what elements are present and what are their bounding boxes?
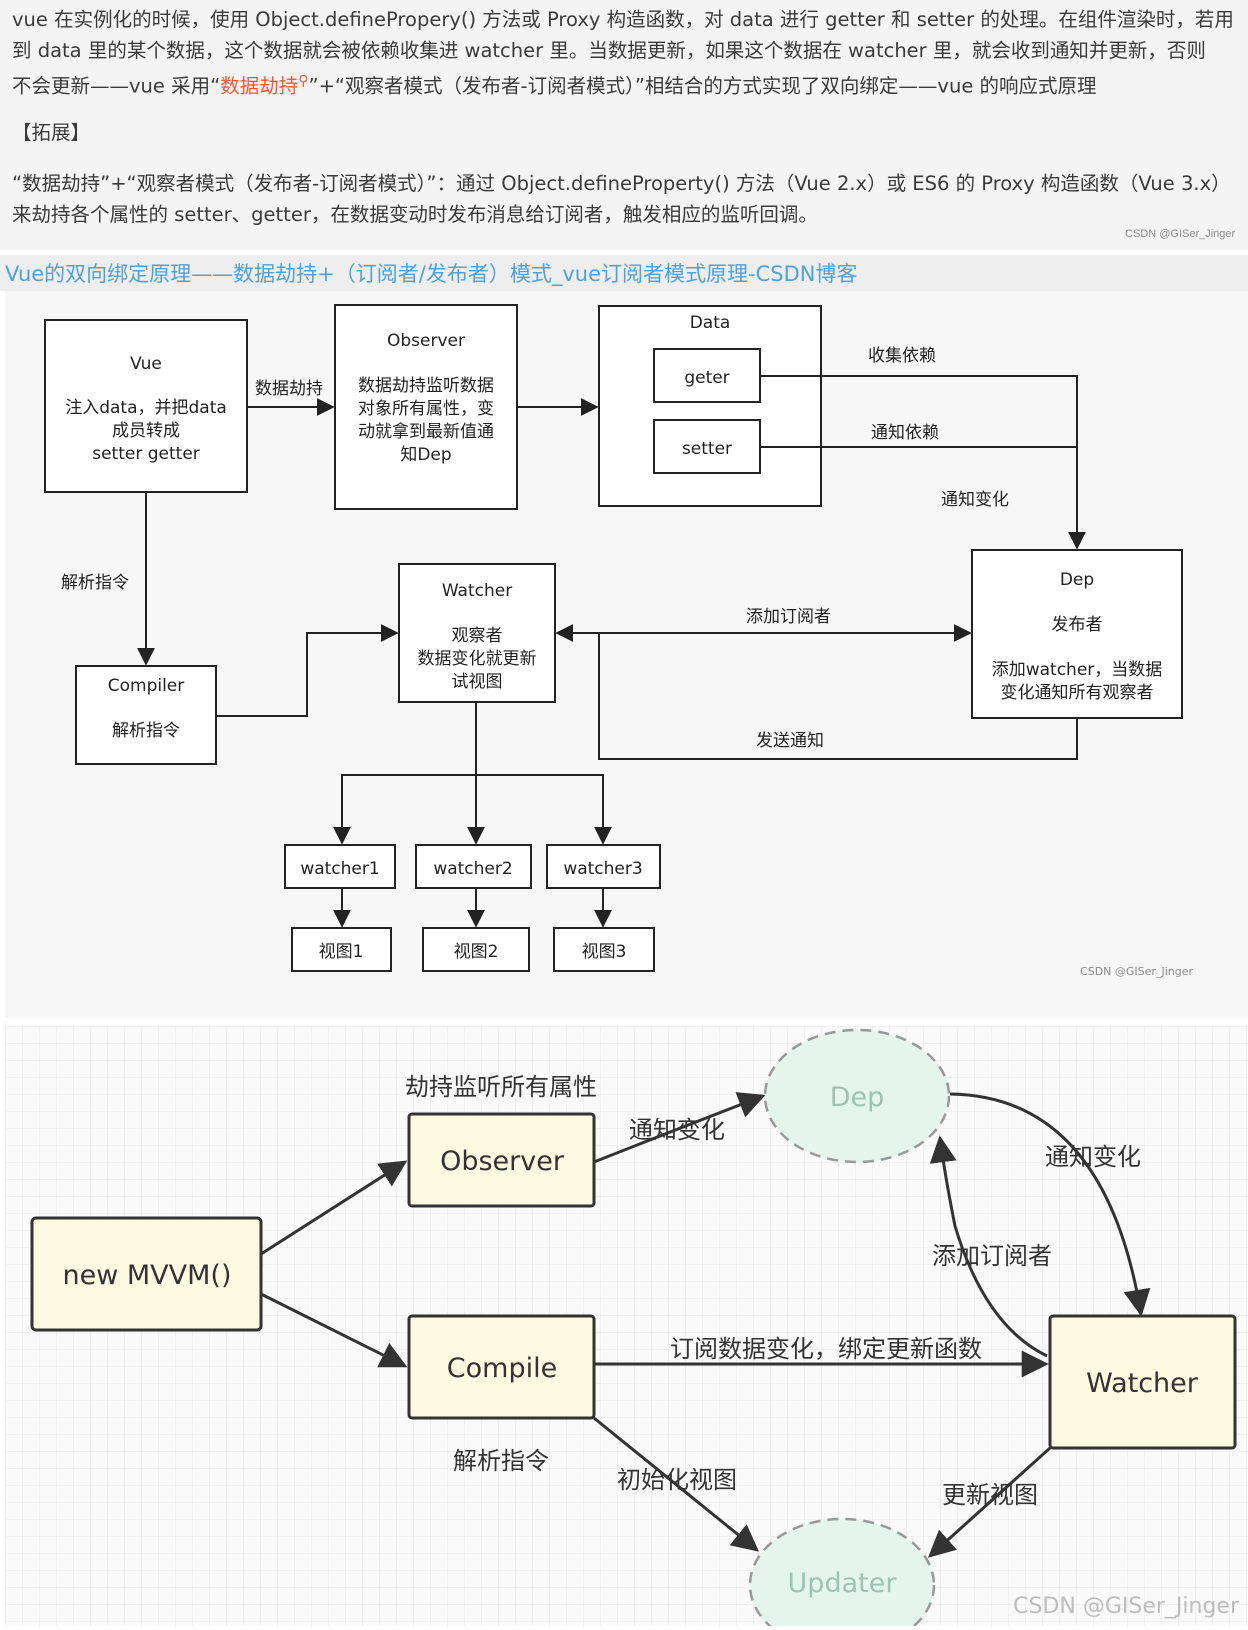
search-icon[interactable]: ⚲ (298, 73, 309, 89)
view2-box (422, 927, 530, 972)
observer-label: Observer (440, 1146, 565, 1177)
setter-label: setter (682, 439, 732, 459)
watcher-desc: 数据变化就更新 (418, 649, 537, 669)
paragraph-line: “数据劫持”+“观察者模式（发布者-订阅者模式）”：通过 Object.defi… (12, 172, 1231, 195)
update-view-label: 更新视图 (942, 1481, 1038, 1509)
updater-ellipse (748, 1517, 936, 1630)
paragraph-text: ”+“观察者模式（发布者-订阅者模式）”相结合的方式实现了双向绑定——vue 的… (308, 74, 1097, 98)
getter-label: geter (684, 368, 729, 388)
collect-label: 收集依赖 (868, 346, 936, 366)
updater-label: Updater (788, 1568, 898, 1599)
dep-label: Dep (830, 1082, 885, 1113)
observer-desc: 数据劫持监听数据 (358, 376, 494, 396)
hijack-label: 数据劫持 (255, 379, 323, 399)
observer-desc: 对象所有属性，变 (358, 399, 494, 419)
compiler-title: Compiler (108, 676, 185, 696)
compile-box (407, 1314, 596, 1420)
article-link[interactable]: Vue的双向绑定原理——数据劫持+（订阅者/发布者）模式_vue订阅者模式原理-… (5, 262, 858, 286)
mvvm-box (30, 1216, 263, 1332)
vue-title: Vue (130, 354, 162, 374)
watcher3-box (546, 844, 661, 889)
notify-change-label: 通知变化 (629, 1116, 725, 1144)
dep-desc: 添加watcher，当数据 (992, 660, 1163, 680)
paragraph-line: 到 data 里的某个数据，这个数据就会被依赖收集进 watcher 里。当数据… (12, 39, 1206, 62)
notify-change-label: 通知变化 (941, 490, 1009, 510)
watcher-item: watcher1 (300, 859, 379, 879)
compile-label: Compile (447, 1353, 557, 1384)
dep-ellipse (763, 1028, 951, 1164)
watcher-box (398, 563, 556, 703)
data-box (598, 305, 822, 507)
observer-title: Observer (387, 331, 465, 351)
parse-label: 解析指令 (453, 1447, 549, 1475)
vue-desc: 成员转成 (112, 421, 180, 441)
parse-label: 解析指令 (61, 573, 129, 593)
paragraph-line: vue 在实例化的时候，使用 Object.definePropery() 方法… (12, 8, 1234, 31)
paragraph-line: 不会更新——vue 采用“数据劫持⚲”+“观察者模式（发布者-订阅者模式）”相结… (12, 66, 1097, 102)
view3-box (553, 927, 655, 972)
watcher2-box (415, 844, 532, 889)
watcher-item: watcher2 (433, 859, 512, 879)
vue-desc: 注入data，并把data (65, 398, 227, 418)
link-title-bar (0, 255, 1248, 291)
notify-dep-label: 通知依赖 (871, 423, 939, 443)
watcher1-box (284, 844, 396, 889)
keyword-link[interactable]: 数据劫持 (220, 74, 299, 98)
view-item: 视图1 (319, 942, 364, 962)
vue-desc: setter getter (92, 444, 200, 464)
binding-flow-diagram: Vue 注入data，并把data 成员转成 setter getter Obs… (5, 291, 1248, 1018)
notify-change-label: 通知变化 (1045, 1143, 1141, 1171)
watcher-title: Watcher (442, 581, 512, 601)
compiler-desc: 解析指令 (112, 721, 180, 741)
watermark: CSDN @GISer_Jinger (1013, 1594, 1240, 1619)
observer-desc: 动就拿到最新值通 (358, 421, 494, 442)
watermark: CSDN @GISer_Jinger (1125, 228, 1236, 240)
watermark: CSDN @GISer_Jinger (1080, 965, 1193, 978)
mvvm-label: new MVVM() (63, 1260, 232, 1291)
subscribe-label: 订阅数据变化，绑定更新函数 (670, 1335, 982, 1363)
compiler-box (75, 665, 217, 765)
observer-desc: 知Dep (400, 445, 451, 465)
send-notify-label: 发送通知 (756, 731, 824, 751)
mvvm-diagram: new MVVM() Observer Compile Watcher Dep … (5, 1026, 1248, 1630)
view1-box (291, 927, 392, 972)
dep-title: Dep (1060, 570, 1094, 590)
paragraph-text: 不会更新——vue 采用“ (12, 74, 221, 98)
init-view-label: 初始化视图 (617, 1466, 737, 1494)
watcher-desc: 观察者 (452, 626, 503, 646)
hijack-all-label: 劫持监听所有属性 (405, 1073, 597, 1101)
add-subscriber-label: 添加订阅者 (746, 607, 831, 627)
dep-desc: 发布者 (1052, 615, 1103, 635)
dep-box (971, 549, 1183, 719)
data-title: Data (690, 313, 731, 333)
dep-desc: 变化通知所有观察者 (1001, 683, 1154, 703)
watcher-item: watcher3 (563, 859, 642, 879)
view-item: 视图2 (454, 942, 499, 962)
view-item: 视图3 (582, 942, 627, 962)
setter-box (653, 419, 761, 474)
add-subscriber-label: 添加订阅者 (932, 1242, 1052, 1270)
diagram2-svg: new MVVM() Observer Compile Watcher Dep … (5, 1026, 1248, 1630)
watcher-label: Watcher (1086, 1368, 1199, 1399)
article-excerpt (0, 0, 1248, 250)
section-heading: 【拓展】 (12, 121, 91, 144)
watcher-desc: 试视图 (452, 672, 503, 692)
diagram1-svg: Vue 注入data，并把data 成员转成 setter getter Obs… (44, 304, 1193, 978)
observer-box (407, 1112, 596, 1208)
paragraph-line: 来劫持各个属性的 setter、getter，在数据变动时发布消息给订阅者，触发… (12, 203, 818, 226)
